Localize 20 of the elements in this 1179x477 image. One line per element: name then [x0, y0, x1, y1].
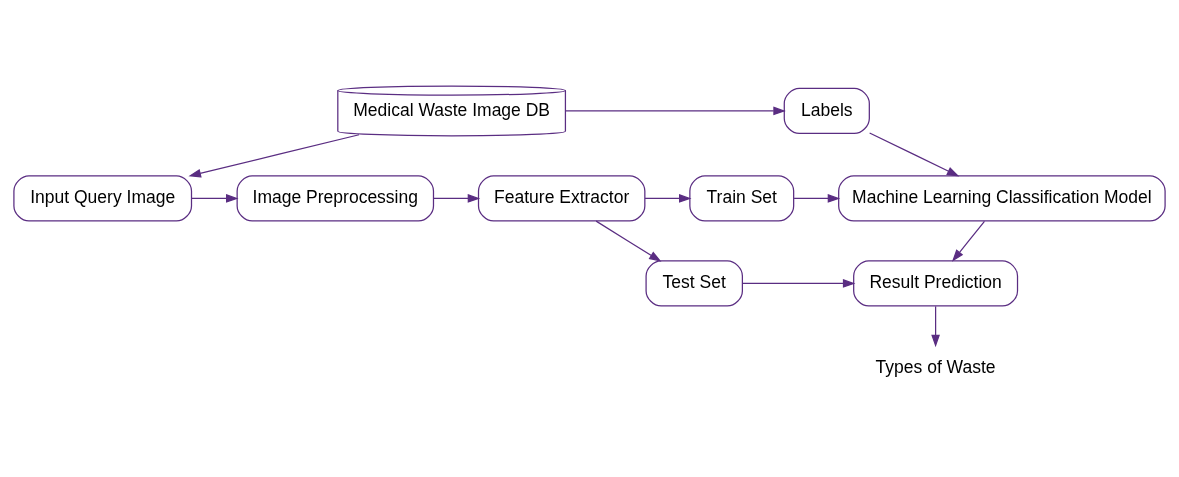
node-box: Machine Learning Classification Model [838, 175, 1166, 222]
node-box: Labels [783, 87, 870, 135]
arrow [951, 220, 986, 262]
arrow [869, 132, 960, 177]
arrow [188, 134, 360, 178]
arrow [564, 106, 786, 116]
arrow [644, 194, 692, 203]
arrow [191, 194, 239, 203]
node-text: Types of Waste [875, 357, 996, 378]
node-box: Test Set [645, 260, 743, 307]
arrow [433, 194, 481, 203]
node-box: Input Query Image [13, 175, 193, 222]
arrow [742, 279, 856, 288]
arrow [793, 194, 841, 203]
node-box: Train Set [689, 175, 795, 222]
arrow [931, 305, 940, 348]
node-box: Result Prediction [853, 260, 1019, 307]
node-box: Feature Extractor [477, 175, 646, 222]
node-box: Image Preprocessing [236, 175, 435, 222]
arrow [595, 220, 662, 262]
